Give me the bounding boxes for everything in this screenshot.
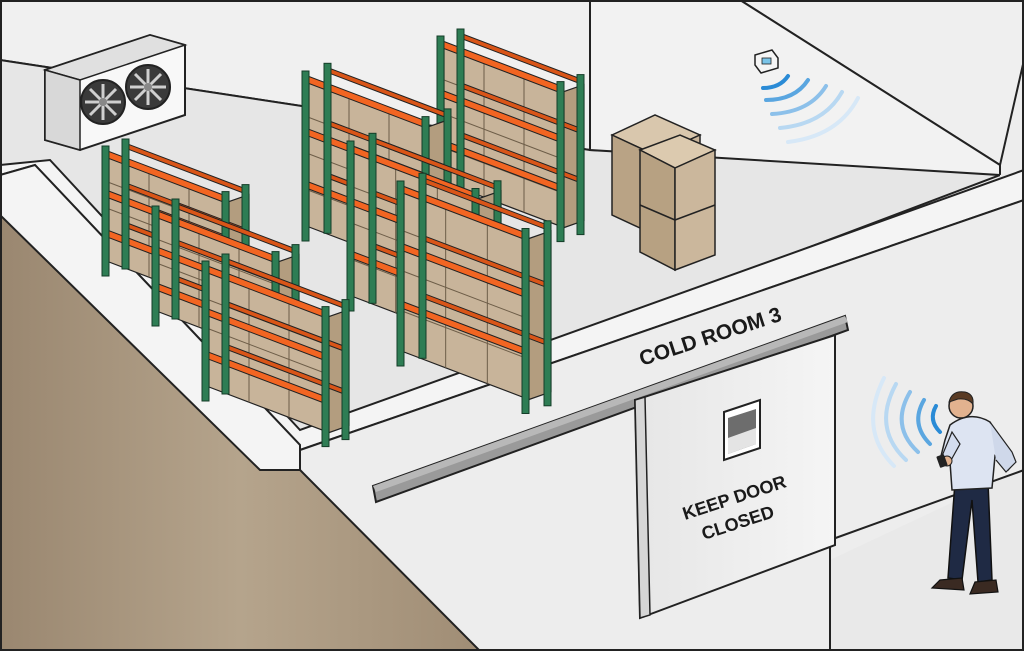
back-wall-right <box>0 0 1024 167</box>
door-rail <box>371 314 850 504</box>
evaporator-fan-unit-icon <box>42 33 188 152</box>
door-window-icon <box>723 398 761 462</box>
wireless-temperature-sensor-icon <box>754 49 779 74</box>
box-stack <box>610 114 717 272</box>
rack-left-front <box>201 253 350 448</box>
person-icon <box>930 391 1017 595</box>
smartphone-icon <box>936 454 948 468</box>
sensor-signal-icon <box>761 74 860 144</box>
phone-signal-icon <box>871 376 942 468</box>
pallet-racks <box>101 28 585 448</box>
sliding-door <box>633 333 836 620</box>
rack-front-right <box>396 172 552 414</box>
